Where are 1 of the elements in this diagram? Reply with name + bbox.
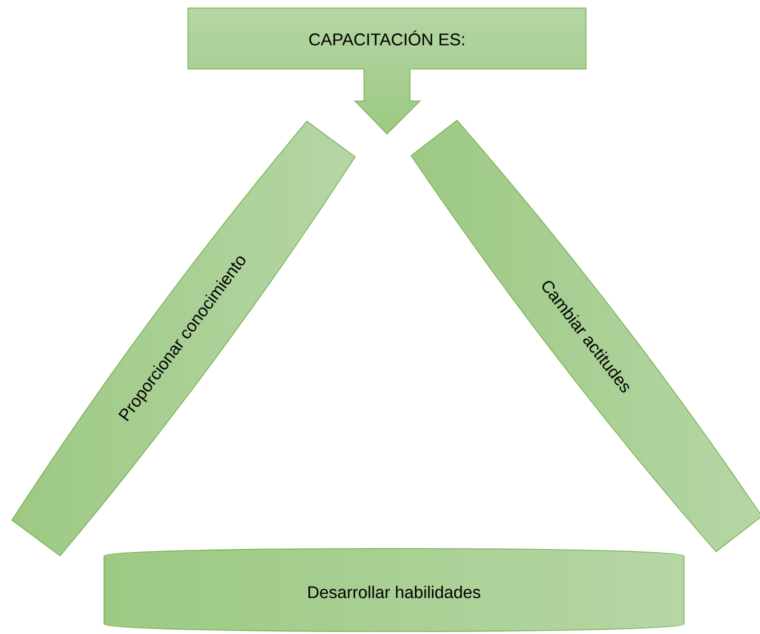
callout-arrow-box: CAPACITACIÓN ES: bbox=[188, 8, 586, 135]
